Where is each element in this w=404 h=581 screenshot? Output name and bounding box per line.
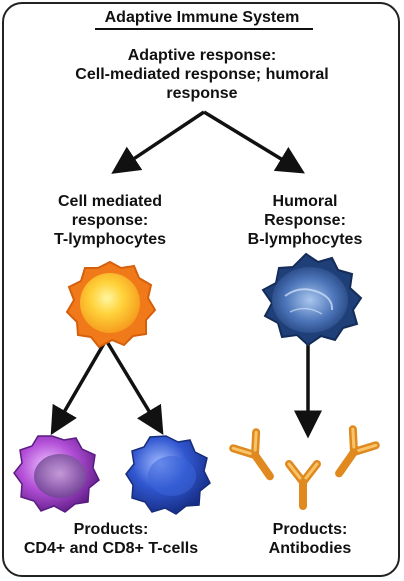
- cd4-t-cell-icon: [13, 435, 100, 513]
- t-cell-products-label: Products: CD4+ and CD8+ T-cells: [0, 520, 222, 558]
- humoral-line-3: B-lymphocytes: [247, 231, 363, 248]
- humoral-line-1: Humoral: [272, 193, 338, 210]
- root-node-label: Adaptive response: Cell-mediated respons…: [30, 46, 374, 103]
- cd8-t-cell-icon: [125, 435, 211, 515]
- root-line-1: Adaptive response:: [127, 47, 277, 64]
- diagram-frame: [2, 2, 400, 577]
- antibody-icon: [229, 425, 380, 510]
- t-cell-to-cd4-arrow: [50, 339, 108, 436]
- humoral-line-2: Response:: [264, 212, 346, 229]
- cell-mediated-line-2: response:: [71, 212, 149, 229]
- b-cell-products-label: Products: Antibodies: [220, 520, 400, 558]
- cell-mediated-line-1: Cell mediated: [57, 193, 163, 210]
- b-cell-products-line-2: Antibodies: [268, 540, 352, 557]
- root-to-cell-mediated-arrow: [111, 110, 205, 174]
- t-cell-products-line-1: Products:: [73, 521, 149, 538]
- root-line-2: Cell-mediated response; humoral: [75, 66, 329, 83]
- title-underline: [95, 28, 313, 30]
- diagram-title: Adaptive Immune System: [104, 9, 300, 26]
- cell-mediated-node-label: Cell mediated response: T-lymphocytes: [20, 192, 200, 249]
- b-cell-products-line-1: Products:: [272, 521, 348, 538]
- t-lymphocyte-icon: [65, 260, 157, 349]
- b-lymphocyte-icon: [261, 252, 363, 347]
- root-line-3: response: [166, 85, 238, 102]
- humoral-node-label: Humoral Response: B-lymphocytes: [215, 192, 395, 249]
- root-to-humoral-arrow: [203, 110, 305, 174]
- t-cell-to-cd8-arrow: [104, 339, 164, 435]
- cell-mediated-line-3: T-lymphocytes: [53, 231, 167, 248]
- t-cell-products-line-2: CD4+ and CD8+ T-cells: [23, 540, 199, 557]
